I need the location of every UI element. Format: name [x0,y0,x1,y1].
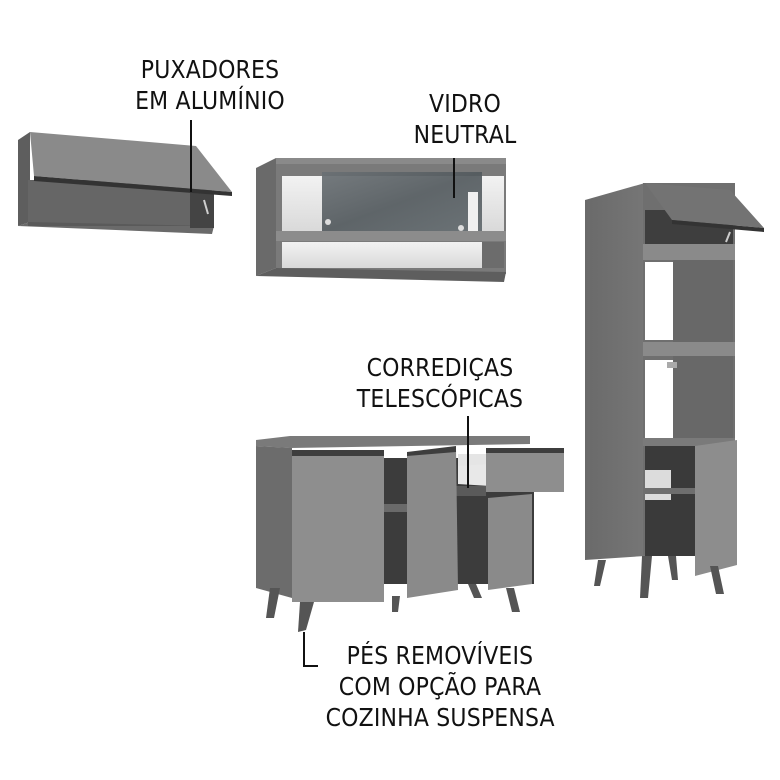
callout-glass-line-1: VIDRO [429,89,501,118]
leg [298,602,314,632]
leg [392,596,400,612]
callout-feet: PÉS REMOVÍVEIS COM OPÇÃO PARA COZINHA SU… [326,640,555,733]
callout-slides-line-2: TELESCÓPICAS [356,384,524,413]
tower-lower-door [695,440,737,576]
base-cabinet [256,436,564,632]
callout-feet-line-1: PÉS REMOVÍVEIS [346,641,534,670]
upper-cabinet-flip [18,132,232,234]
leg [640,556,652,598]
leader-lines [190,120,469,667]
glass-door [322,172,482,232]
tall-tower-cabinet [585,183,764,598]
leader-feet [303,632,318,667]
callout-glass-line-2: NEUTRAL [413,120,517,149]
callout-slides-line-1: CORREDIÇAS [366,353,514,382]
callout-handles: PUXADORES EM ALUMÍNIO [122,54,298,116]
upper-cabinet-glass [256,158,506,282]
callout-feet-line-2: COM OPÇÃO PARA [338,672,542,701]
leg [710,566,724,594]
drawer-front [486,448,564,492]
middle-door [407,448,458,598]
callout-slides: CORREDIÇAS TELESCÓPICAS [343,352,537,414]
piston-icon [203,199,209,215]
leg [468,584,482,598]
callout-handles-line-1: PUXADORES [140,55,280,84]
leg [668,556,678,580]
right-door [488,494,532,590]
callout-glass: VIDRO NEUTRAL [399,88,531,150]
callout-handles-line-2: EM ALUMÍNIO [135,86,285,115]
left-door [292,454,384,602]
callout-feet-line-3: COZINHA SUSPENSA [325,703,555,732]
leg [594,560,606,586]
leg [266,588,280,618]
leg [506,588,520,612]
